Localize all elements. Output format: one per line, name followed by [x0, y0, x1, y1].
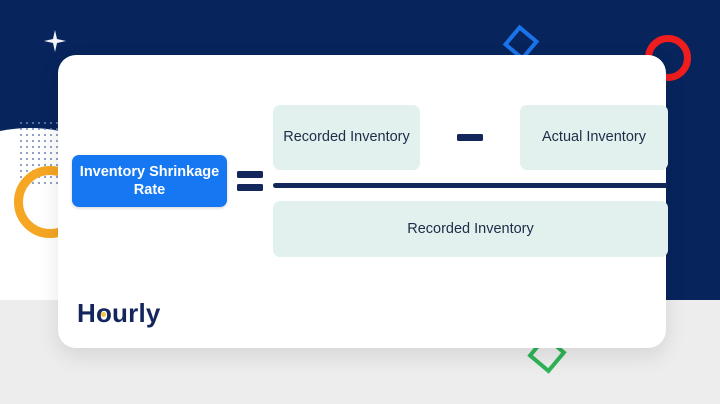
hourly-logo: Hourly — [77, 298, 161, 328]
numerator-left-term: Recorded Inventory — [273, 105, 420, 170]
hourly-logo-dot-icon — [101, 312, 106, 317]
minus-sign-icon — [457, 134, 483, 141]
fraction-denominator: Recorded Inventory — [273, 201, 668, 257]
sparkle-white-icon — [44, 30, 66, 52]
fraction-numerator: Recorded Inventory Actual Inventory — [273, 105, 668, 170]
equals-sign-icon — [227, 171, 273, 191]
hourly-logo-text: Hourly — [77, 298, 161, 328]
formula-row: Inventory Shrinkage Rate Recorded Invent… — [72, 105, 668, 257]
equals-bar-top — [237, 171, 263, 178]
fraction: Recorded Inventory Actual Inventory Reco… — [273, 105, 668, 257]
numerator-right-term: Actual Inventory — [520, 105, 668, 170]
fraction-bar — [273, 183, 668, 188]
metric-title-pill: Inventory Shrinkage Rate — [72, 155, 227, 207]
equals-bar-bottom — [237, 184, 263, 191]
formula-card: Inventory Shrinkage Rate Recorded Invent… — [58, 55, 668, 348]
